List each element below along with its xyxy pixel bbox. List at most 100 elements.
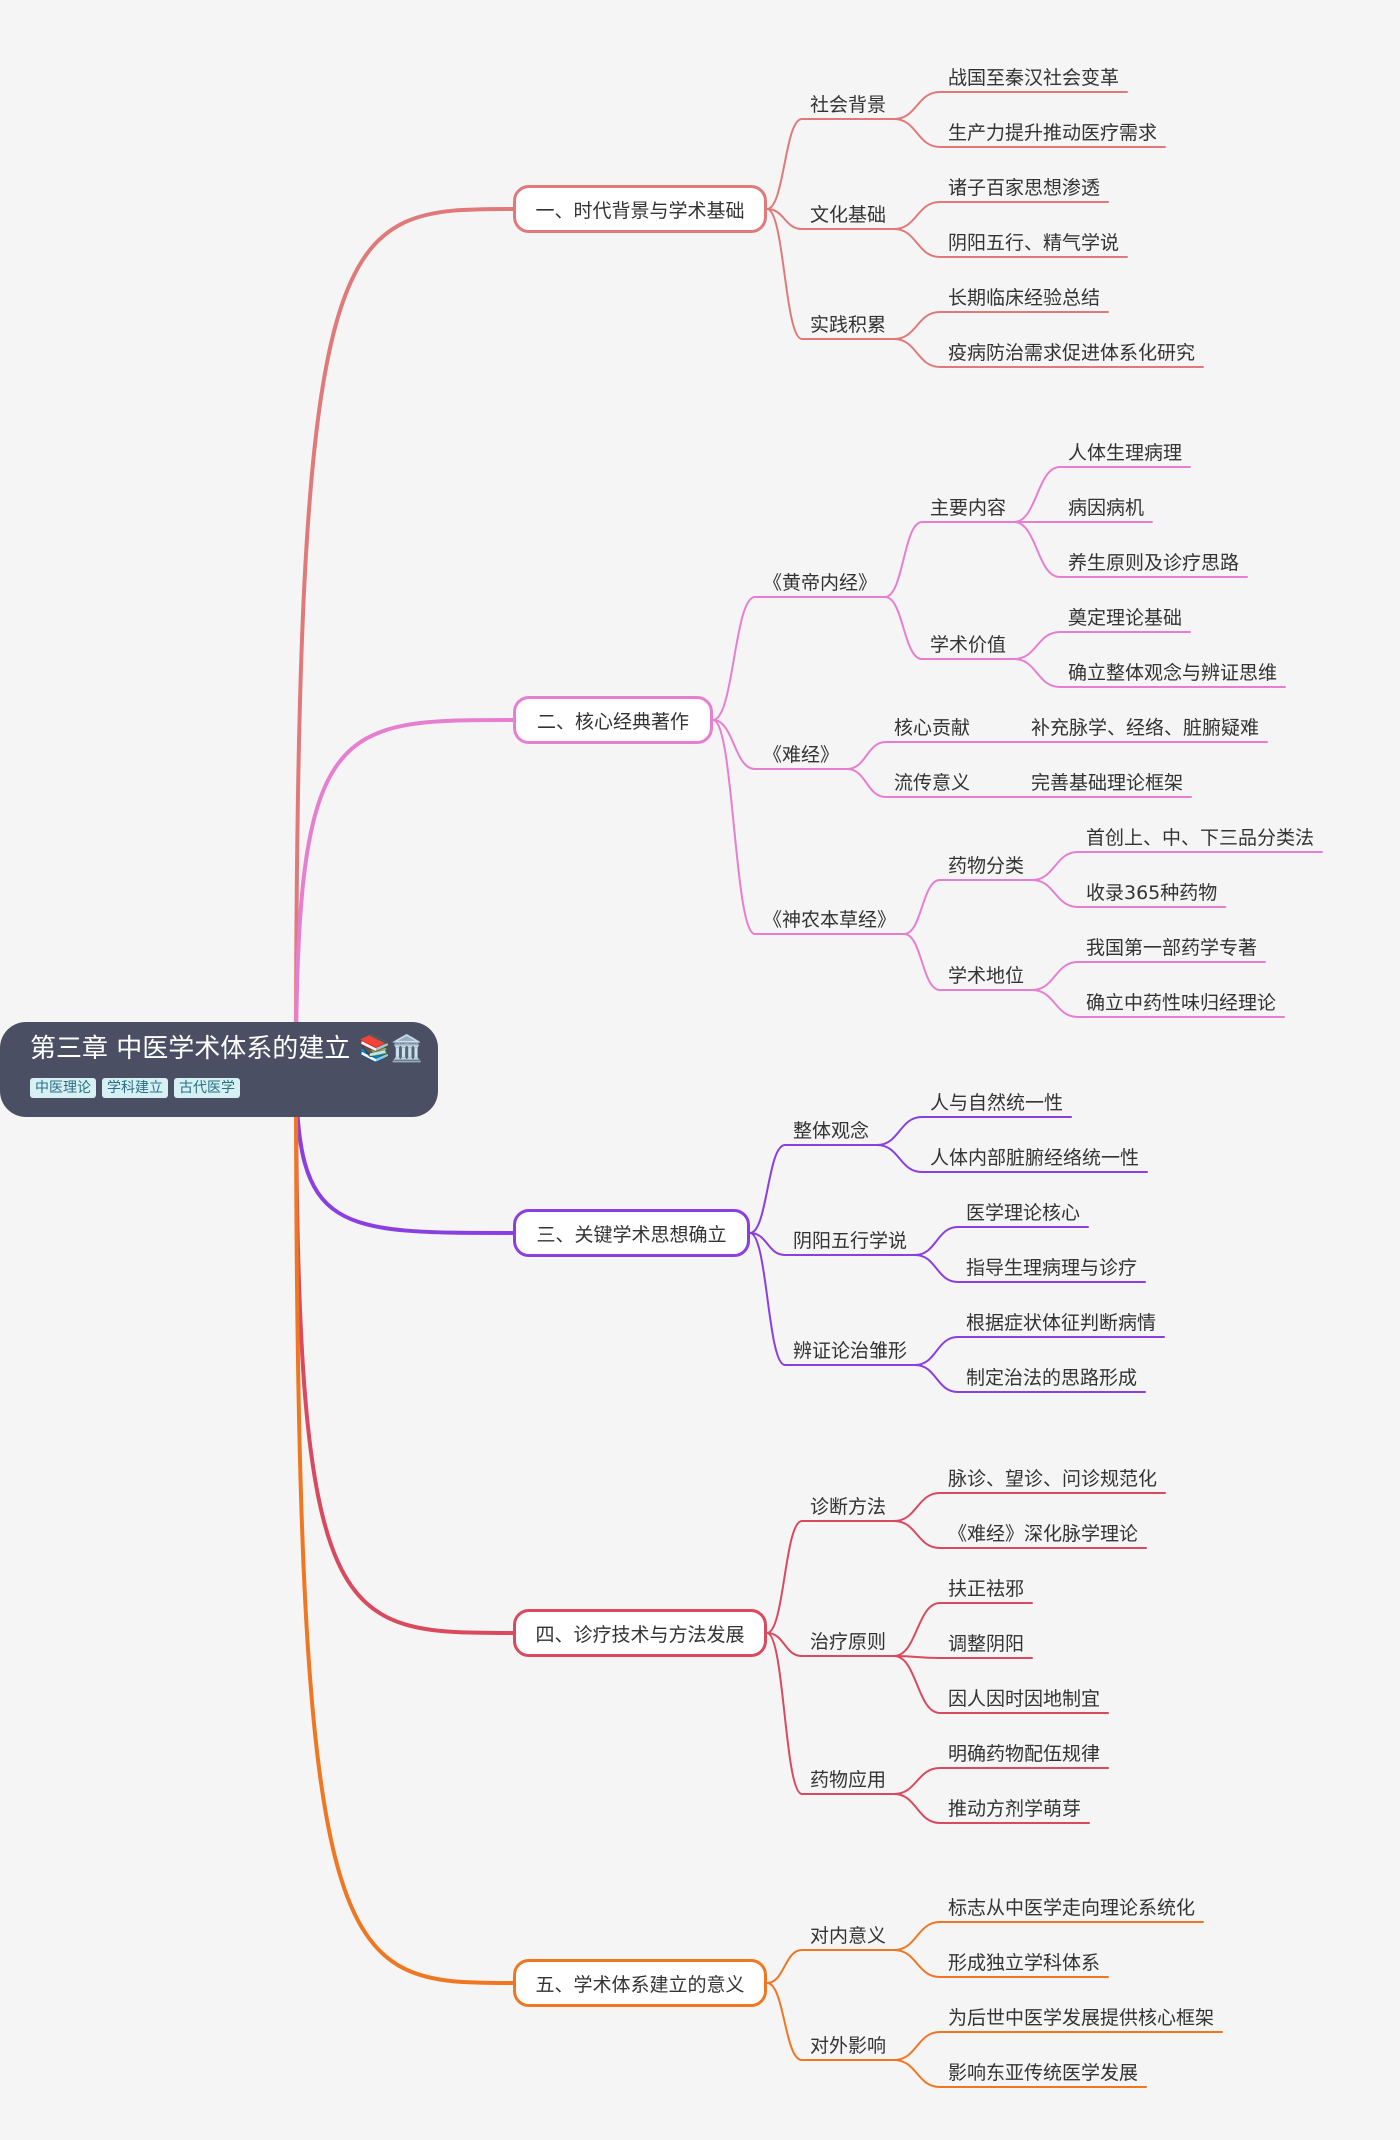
leaf-b1-c3-g1[interactable]: 长期临床经验总结 xyxy=(948,287,1101,309)
leaf-b2-c2-g2-h1[interactable]: 完善基础理论框架 xyxy=(1031,772,1184,794)
leaf-b3-c2-g1[interactable]: 医学理论核心 xyxy=(966,1202,1081,1224)
edge-root-branch-4 xyxy=(294,1067,515,1635)
topic-b1-c3[interactable]: 实践积累 xyxy=(810,314,887,336)
leaf-b2-c2-g1-h1[interactable]: 补充脉学、经络、脏腑疑难 xyxy=(1031,717,1260,739)
edge-b4-c1 xyxy=(766,1520,803,1634)
edge-b2-c3 xyxy=(712,719,756,935)
topic-b4-c1[interactable]: 诊断方法 xyxy=(810,1496,887,1518)
edge-b3-c2 xyxy=(749,1232,786,1256)
subtopic-b2-c3-g1[interactable]: 药物分类 xyxy=(948,855,1025,877)
edge-b2-c1-g2 xyxy=(884,596,923,660)
branch-node-2[interactable]: 二、核心经典著作 xyxy=(513,696,713,744)
topic-b4-c2[interactable]: 治疗原则 xyxy=(810,1631,887,1653)
leaf-b2-c1-g2-h1[interactable]: 奠定理论基础 xyxy=(1068,607,1183,629)
leaf-b1-c3-g2[interactable]: 疫病防治需求促进体系化研究 xyxy=(948,342,1196,364)
edge-b5-c2-g1 xyxy=(893,2031,941,2061)
edge-b2-c1-g1-h1 xyxy=(1013,466,1061,523)
edge-b3-c1-g1 xyxy=(876,1116,923,1146)
edge-b3-c3 xyxy=(749,1232,786,1366)
edge-b1-c2-g1 xyxy=(893,201,941,230)
topic-b4-c3[interactable]: 药物应用 xyxy=(810,1769,887,1791)
edge-b4-c3-g2 xyxy=(893,1793,941,1824)
edge-b2-c2-g2 xyxy=(846,768,887,798)
edge-b5-c1 xyxy=(766,1949,803,1984)
leaf-b2-c1-g1-h2[interactable]: 病因病机 xyxy=(1068,497,1145,519)
subtopic-b2-c1-g2[interactable]: 学术价值 xyxy=(930,634,1007,656)
leaf-b3-c3-g1[interactable]: 根据症状体征判断病情 xyxy=(966,1312,1157,1334)
leaf-b4-c2-g2[interactable]: 调整阴阳 xyxy=(948,1633,1025,1655)
edge-b1-c3-g1 xyxy=(893,311,941,340)
root-title: 第三章 中医学术体系的建立 📚🏛️ xyxy=(30,1034,424,1064)
tag-chinese-medicine-theory: 中医理论 xyxy=(30,1078,96,1098)
branch-node-3[interactable]: 三、关键学术思想确立 xyxy=(513,1209,750,1257)
edge-b3-c1-g2 xyxy=(876,1144,923,1173)
topic-b5-c2[interactable]: 对外影响 xyxy=(810,2035,887,2057)
edge-b2-c1 xyxy=(712,596,756,721)
topic-b5-c1[interactable]: 对内意义 xyxy=(810,1925,887,1947)
leaf-b2-c1-g1-h3[interactable]: 养生原则及诊疗思路 xyxy=(1068,552,1240,574)
leaf-b2-c3-g1-h2[interactable]: 收录365种药物 xyxy=(1086,882,1218,904)
edge-b2-c3-g2 xyxy=(903,933,941,991)
edge-b3-c1 xyxy=(749,1144,786,1234)
topic-b3-c3[interactable]: 辨证论治雏形 xyxy=(793,1340,908,1362)
leaf-b1-c2-g1[interactable]: 诸子百家思想渗透 xyxy=(948,177,1101,199)
topic-b2-c3[interactable]: 《神农本草经》 xyxy=(763,909,897,931)
edge-b2-c3-g1 xyxy=(903,879,941,935)
topic-b2-c2[interactable]: 《难经》 xyxy=(763,744,840,766)
edge-b4-c3-g1 xyxy=(893,1767,941,1795)
leaf-b4-c3-g2[interactable]: 推动方剂学萌芽 xyxy=(948,1798,1082,1820)
subtopic-b2-c2-g1[interactable]: 核心贡献 xyxy=(894,717,971,739)
leaf-b3-c2-g2[interactable]: 指导生理病理与诊疗 xyxy=(966,1257,1138,1279)
edge-b2-c2-g1 xyxy=(846,741,887,770)
leaf-b5-c1-g1[interactable]: 标志从中医学走向理论系统化 xyxy=(948,1897,1196,1919)
leaf-b2-c1-g2-h2[interactable]: 确立整体观念与辨证思维 xyxy=(1068,662,1278,684)
edge-b1-c2-g2 xyxy=(893,228,941,258)
branch-node-5[interactable]: 五、学术体系建立的意义 xyxy=(513,1959,767,2007)
topic-b2-c1[interactable]: 《黄帝内经》 xyxy=(763,572,878,594)
leaf-b3-c1-g1[interactable]: 人与自然统一性 xyxy=(930,1092,1064,1114)
edge-b4-c3 xyxy=(766,1632,803,1795)
topic-b3-c2[interactable]: 阴阳五行学说 xyxy=(793,1230,908,1252)
leaf-b5-c1-g2[interactable]: 形成独立学科体系 xyxy=(948,1952,1101,1974)
leaf-b5-c2-g1[interactable]: 为后世中医学发展提供核心框架 xyxy=(948,2007,1215,2029)
topic-b1-c2[interactable]: 文化基础 xyxy=(810,204,887,226)
edge-b2-c1-g2-h1 xyxy=(1013,631,1061,660)
edge-b4-c2-g3 xyxy=(893,1655,941,1714)
branch-node-4[interactable]: 四、诊疗技术与方法发展 xyxy=(513,1609,767,1657)
leaf-b2-c3-g2-h1[interactable]: 我国第一部药学专著 xyxy=(1086,937,1258,959)
edge-b2-c1-g1-h3 xyxy=(1013,521,1061,578)
leaf-b5-c2-g2[interactable]: 影响东亚传统医学发展 xyxy=(948,2062,1139,2084)
branch-node-1[interactable]: 一、时代背景与学术基础 xyxy=(513,185,767,233)
topic-b1-c1[interactable]: 社会背景 xyxy=(810,94,887,116)
root-node[interactable]: 第三章 中医学术体系的建立 📚🏛️ 中医理论 学科建立 古代医学 xyxy=(0,1022,438,1117)
edge-b2-c1-g1 xyxy=(884,521,923,598)
leaf-b2-c3-g1-h1[interactable]: 首创上、中、下三品分类法 xyxy=(1086,827,1315,849)
leaf-b1-c2-g2[interactable]: 阴阳五行、精气学说 xyxy=(948,232,1120,254)
edge-b1-c3-g2 xyxy=(893,338,941,368)
leaf-b3-c1-g2[interactable]: 人体内部脏腑经络统一性 xyxy=(930,1147,1140,1169)
subtopic-b2-c1-g1[interactable]: 主要内容 xyxy=(930,497,1007,519)
leaf-b2-c3-g2-h2[interactable]: 确立中药性味归经理论 xyxy=(1086,992,1277,1014)
leaf-b3-c3-g2[interactable]: 制定治法的思路形成 xyxy=(966,1367,1138,1389)
topic-b3-c1[interactable]: 整体观念 xyxy=(793,1120,870,1142)
edge-b3-c3-g2 xyxy=(914,1364,959,1393)
edge-b1-c1-g2 xyxy=(893,118,941,148)
edge-b3-c2-g2 xyxy=(914,1254,959,1283)
edge-b5-c2-g2 xyxy=(893,2059,941,2088)
edge-b5-c2 xyxy=(766,1982,803,2061)
edge-b2-c2 xyxy=(712,719,756,770)
leaf-b1-c1-g2[interactable]: 生产力提升推动医疗需求 xyxy=(948,122,1158,144)
leaf-b4-c1-g1[interactable]: 脉诊、望诊、问诊规范化 xyxy=(948,1468,1158,1490)
edge-b2-c3-g2-h2 xyxy=(1031,989,1079,1018)
subtopic-b2-c3-g2[interactable]: 学术地位 xyxy=(948,965,1025,987)
leaf-b1-c1-g1[interactable]: 战国至秦汉社会变革 xyxy=(948,67,1120,89)
leaf-b4-c2-g1[interactable]: 扶正祛邪 xyxy=(948,1578,1025,1600)
leaf-b2-c1-g1-h1[interactable]: 人体生理病理 xyxy=(1068,442,1183,464)
subtopic-b2-c2-g2[interactable]: 流传意义 xyxy=(894,772,971,794)
edge-b4-c2 xyxy=(766,1632,803,1657)
leaf-b4-c3-g1[interactable]: 明确药物配伍规律 xyxy=(948,1743,1101,1765)
leaf-b4-c2-g3[interactable]: 因人因时因地制宜 xyxy=(948,1688,1101,1710)
edge-b4-c2-g1 xyxy=(893,1602,941,1657)
leaf-b4-c1-g2[interactable]: 《难经》深化脉学理论 xyxy=(948,1523,1139,1545)
